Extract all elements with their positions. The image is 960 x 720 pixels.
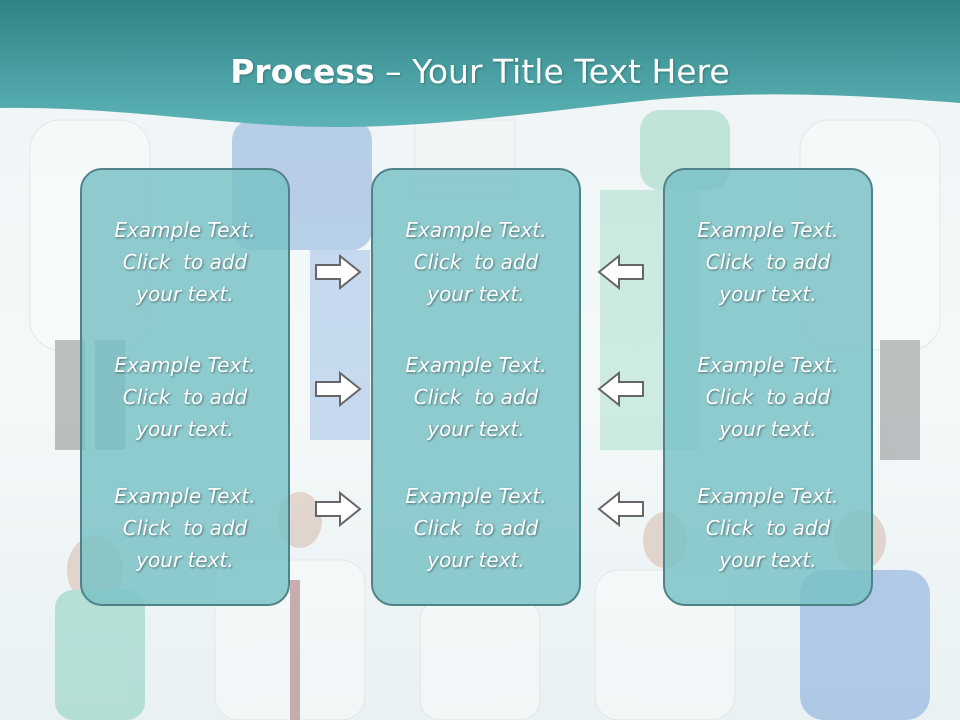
text-placeholder[interactable]: Example Text. Click to add your text. — [373, 480, 579, 576]
arrow-left-icon[interactable] — [596, 253, 646, 291]
placeholder-line-3: your text. — [719, 548, 817, 572]
text-placeholder[interactable]: Example Text. Click to add your text. — [665, 480, 871, 576]
placeholder-line-1: Example Text. — [405, 218, 547, 242]
text-placeholder[interactable]: Example Text. Click to add your text. — [665, 349, 871, 445]
arrow-left-icon[interactable] — [596, 370, 646, 408]
arrow-right-icon[interactable] — [313, 490, 363, 528]
arrow-right-icon[interactable] — [313, 253, 363, 291]
slide-title[interactable]: Process – Your Title Text Here — [0, 52, 960, 91]
placeholder-line-1: Example Text. — [697, 353, 839, 377]
placeholder-line-1: Example Text. — [114, 353, 256, 377]
placeholder-line-2: Click to add — [705, 250, 831, 274]
text-placeholder[interactable]: Example Text. Click to add your text. — [665, 214, 871, 310]
placeholder-line-2: Click to add — [122, 385, 248, 409]
placeholder-line-1: Example Text. — [405, 484, 547, 508]
placeholder-line-2: Click to add — [413, 385, 539, 409]
arrow-right-icon[interactable] — [313, 370, 363, 408]
title-rest-text: – Your Title Text Here — [374, 52, 730, 91]
text-placeholder[interactable]: Example Text. Click to add your text. — [373, 349, 579, 445]
placeholder-line-1: Example Text. — [697, 484, 839, 508]
process-box-center[interactable]: Example Text. Click to add your text. Ex… — [371, 168, 581, 606]
text-placeholder[interactable]: Example Text. Click to add your text. — [82, 349, 288, 445]
placeholder-line-2: Click to add — [705, 385, 831, 409]
text-placeholder[interactable]: Example Text. Click to add your text. — [373, 214, 579, 310]
text-placeholder[interactable]: Example Text. Click to add your text. — [82, 214, 288, 310]
placeholder-line-3: your text. — [136, 548, 234, 572]
placeholder-line-2: Click to add — [413, 250, 539, 274]
placeholder-line-3: your text. — [136, 417, 234, 441]
placeholder-line-2: Click to add — [122, 250, 248, 274]
text-placeholder[interactable]: Example Text. Click to add your text. — [82, 480, 288, 576]
placeholder-line-1: Example Text. — [114, 218, 256, 242]
placeholder-line-1: Example Text. — [697, 218, 839, 242]
placeholder-line-2: Click to add — [705, 516, 831, 540]
header-banner — [0, 0, 960, 128]
placeholder-line-2: Click to add — [413, 516, 539, 540]
process-box-right[interactable]: Example Text. Click to add your text. Ex… — [663, 168, 873, 606]
title-bold-text: Process — [230, 52, 375, 91]
placeholder-line-2: Click to add — [122, 516, 248, 540]
placeholder-line-3: your text. — [719, 282, 817, 306]
arrow-left-icon[interactable] — [596, 490, 646, 528]
placeholder-line-3: your text. — [427, 548, 525, 572]
placeholder-line-1: Example Text. — [405, 353, 547, 377]
placeholder-line-3: your text. — [427, 282, 525, 306]
placeholder-line-3: your text. — [719, 417, 817, 441]
placeholder-line-3: your text. — [427, 417, 525, 441]
placeholder-line-3: your text. — [136, 282, 234, 306]
process-box-left[interactable]: Example Text. Click to add your text. Ex… — [80, 168, 290, 606]
placeholder-line-1: Example Text. — [114, 484, 256, 508]
